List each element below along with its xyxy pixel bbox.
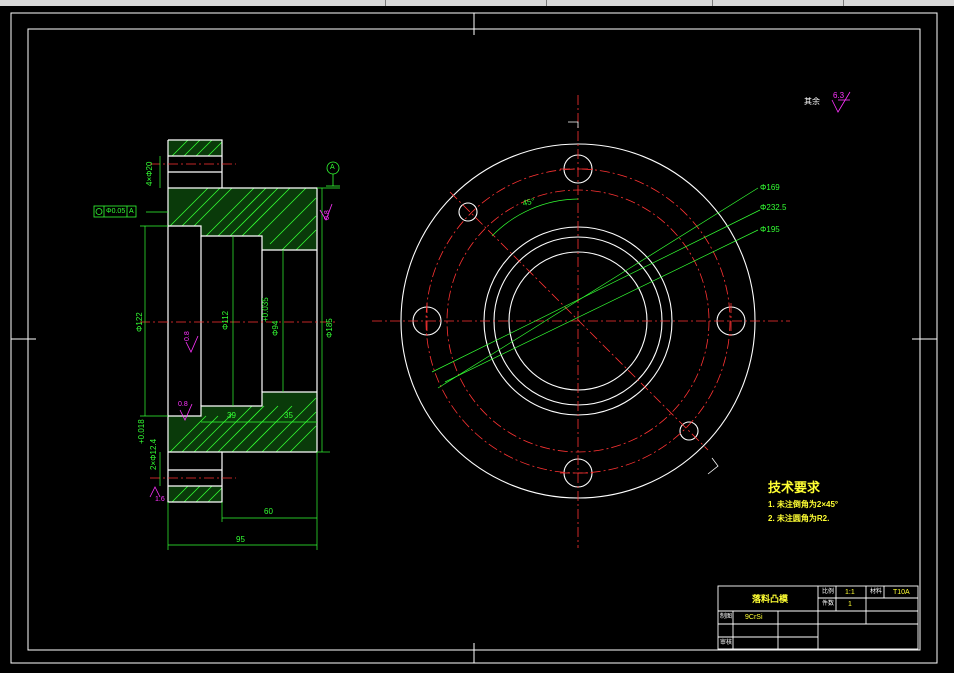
geometric-tolerance-frame [93, 205, 137, 218]
section-cut-marks [568, 121, 719, 475]
title-part-name: 落料凸模 [752, 594, 789, 604]
dim-35: 35 [284, 411, 293, 420]
dim-bore-tolerance: +0.035 [261, 297, 270, 322]
toolbar-segment [547, 0, 713, 6]
dim-top-bore: 4×Φ20 [145, 161, 154, 186]
geo-tolerance-datum: A [129, 208, 134, 215]
title-qty-label: 件数 [822, 601, 835, 607]
front-view [372, 95, 790, 548]
dim-phi-195: Φ195 [760, 225, 780, 234]
datum-a-symbol [326, 161, 340, 187]
title-stock-material: 9CrSi [745, 614, 763, 621]
datum-a-label: A [330, 164, 335, 171]
cad-drawing-canvas[interactable] [0, 6, 954, 673]
roughness-08-c: 0.8 [324, 210, 331, 220]
title-material-label: 材料 [870, 589, 883, 595]
title-scale-label: 比例 [822, 589, 835, 595]
tech-req-title: 技术要求 [768, 480, 821, 495]
dim-tolerance-2: +0.018 [137, 419, 146, 444]
title-block [717, 585, 919, 650]
title-material-value: T10A [893, 589, 910, 596]
cad-toolbar-strip [0, 0, 954, 6]
toolbar-segment [0, 0, 386, 6]
tech-req-line-2: 2. 未注圆角为R2. [768, 514, 830, 523]
toolbar-segment [386, 0, 547, 6]
corner-roughness-symbol [831, 91, 851, 113]
title-scale-value: 1:1 [845, 589, 855, 596]
roughness-default-label: 其余 [804, 97, 820, 106]
title-qty-value: 1 [848, 601, 852, 608]
dim-mid: Φ112 [221, 310, 230, 330]
centering-marks [11, 13, 937, 663]
dim-phi-169: Φ169 [760, 183, 780, 192]
dim-phi-232-5: Φ232.5 [760, 203, 787, 212]
section-hatch-lines [169, 139, 317, 503]
roughness-default-value: 6.3 [833, 91, 845, 100]
outer-frame [10, 12, 938, 664]
title-row2-label: 审核 [720, 640, 733, 646]
section-centerlines [140, 163, 338, 479]
geo-tolerance-value: Φ0.05 [106, 208, 126, 215]
front-view-centerlines [372, 95, 790, 548]
title-row1-label: 制图 [720, 614, 733, 620]
roughness-08-a: 0.8 [184, 331, 191, 341]
dim-outer: Φ122 [135, 312, 144, 332]
front-view-dimension-lines [431, 187, 761, 389]
dim-bottom-bore: 2×Φ12.4 [149, 438, 158, 470]
dim-60: 60 [264, 507, 273, 516]
inner-frame [27, 28, 921, 651]
dim-bore: Φ94 [271, 320, 280, 336]
roughness-08-b: 0.8 [178, 401, 188, 408]
dim-flange: Φ185 [325, 318, 334, 338]
toolbar-segment [713, 0, 844, 6]
dim-95: 95 [236, 535, 245, 544]
roughness-symbols [149, 203, 333, 498]
tech-req-line-1: 1. 未注倒角为2×45° [768, 500, 839, 509]
dim-39: 39 [227, 411, 236, 420]
roughness-16: 1.6 [155, 496, 165, 503]
section-view [93, 139, 340, 550]
section-dimension-lines [140, 156, 340, 550]
section-outline [167, 139, 318, 503]
